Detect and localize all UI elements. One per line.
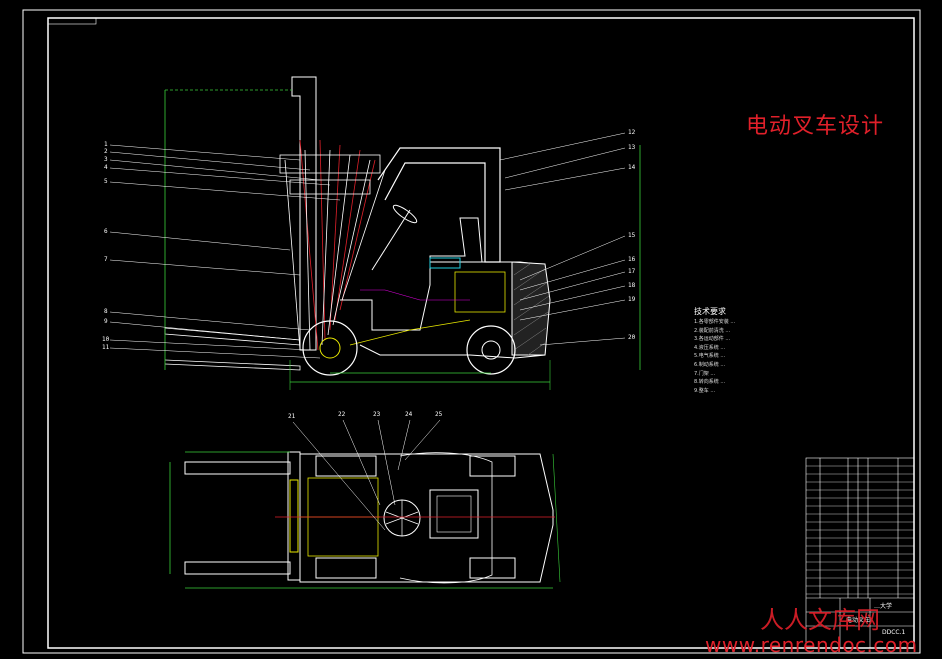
part-number: 5 xyxy=(104,178,108,185)
watermark-cn: 人人文库网 xyxy=(760,606,880,634)
fork-top-upper xyxy=(184,461,291,475)
part-number: 16 xyxy=(628,256,636,263)
watermark-url: www.renrendoc.com xyxy=(705,633,918,657)
drive-shaft xyxy=(349,319,471,346)
part-number: 9 xyxy=(104,318,108,325)
outer-frame xyxy=(22,9,921,654)
fork-lowered-2 xyxy=(164,359,301,371)
title-block-rows xyxy=(806,465,914,595)
part-number: 13 xyxy=(628,144,636,151)
part-number: 4 xyxy=(104,164,108,171)
part-number: 7 xyxy=(104,256,108,263)
mast xyxy=(291,76,317,351)
rear-wheel-br xyxy=(469,557,516,579)
part-number: 2 xyxy=(104,148,108,155)
part-number: 10 xyxy=(102,336,110,343)
part-number: 24 xyxy=(405,411,413,418)
side-view xyxy=(109,76,641,390)
motor-controller xyxy=(429,257,461,269)
tech-requirements-title: 技术要求 xyxy=(694,307,726,316)
part-number: 6 xyxy=(104,228,108,235)
part-number: 15 xyxy=(628,232,636,239)
part-number: 20 xyxy=(628,334,636,341)
title-block-drawing-no: DDCC.1 xyxy=(882,629,906,636)
tech-requirement-item: 1.各零部件安装 ... xyxy=(694,319,736,325)
fork-lowered xyxy=(164,327,301,346)
drawing-title: 电动叉车设计 xyxy=(746,114,885,139)
part-number: 21 xyxy=(288,413,296,420)
part-number: 14 xyxy=(628,164,636,171)
part-number: 19 xyxy=(628,296,636,303)
part-number: 18 xyxy=(628,282,636,289)
body-top-outline xyxy=(299,453,554,583)
title-block-school: …大学 xyxy=(874,603,893,610)
tech-requirement-item: 4.液压系统 ... xyxy=(694,344,726,351)
steering-wheel xyxy=(392,204,418,224)
top-view xyxy=(169,419,561,589)
part-number: 8 xyxy=(104,308,108,315)
mast-tilt-fan xyxy=(279,139,386,351)
seat-top xyxy=(429,489,479,539)
title-block xyxy=(805,457,915,649)
part-number: 22 xyxy=(338,411,346,418)
front-wheel-bl xyxy=(315,557,377,579)
tech-requirement-item: 5.电气系统 ... xyxy=(694,353,726,360)
front-wheel xyxy=(302,320,358,376)
part-number: 23 xyxy=(373,411,381,418)
fork-top-lower xyxy=(184,561,291,575)
tech-requirement-item: 3.各运动部件 ... xyxy=(694,336,731,343)
tech-requirement-item: 7.门架 ... xyxy=(694,370,716,377)
carriage-yellow xyxy=(289,479,299,553)
tech-requirement-item: 6.制动系统 ... xyxy=(694,361,726,368)
steering-column xyxy=(371,209,411,271)
part-number: 25 xyxy=(435,411,443,418)
part-number: 3 xyxy=(104,156,108,163)
rear-wheel xyxy=(466,325,516,375)
battery xyxy=(454,271,506,313)
part-number: 17 xyxy=(628,268,636,275)
part-number: 12 xyxy=(628,129,636,136)
part-number: 1 xyxy=(104,141,108,148)
inner-frame xyxy=(47,17,915,649)
title-block-name: 电动叉车 xyxy=(846,617,871,624)
front-wheel-tl xyxy=(315,455,377,477)
leader-lines-right xyxy=(499,132,626,346)
front-wheel-hub xyxy=(319,337,341,359)
part-number: 11 xyxy=(102,344,110,351)
rear-wheel-tr xyxy=(469,455,516,477)
leader-lines-top xyxy=(292,419,441,531)
hydraulic-line xyxy=(360,289,470,301)
corner-label-box xyxy=(47,17,97,25)
tech-requirement-item: 8.转向系统 ... xyxy=(694,379,726,386)
seat xyxy=(429,217,483,263)
rear-wheel-hub xyxy=(481,340,501,360)
tech-requirement-item: 9.整车 ... xyxy=(694,387,716,394)
leader-lines-left xyxy=(109,144,341,359)
tech-requirement-item: 2.装配前清洗 ... xyxy=(694,327,731,334)
tech-requirements-list: 1.各零部件安装 ... 2.装配前清洗 ... 3.各运动部件 ... 4.液… xyxy=(694,318,735,395)
